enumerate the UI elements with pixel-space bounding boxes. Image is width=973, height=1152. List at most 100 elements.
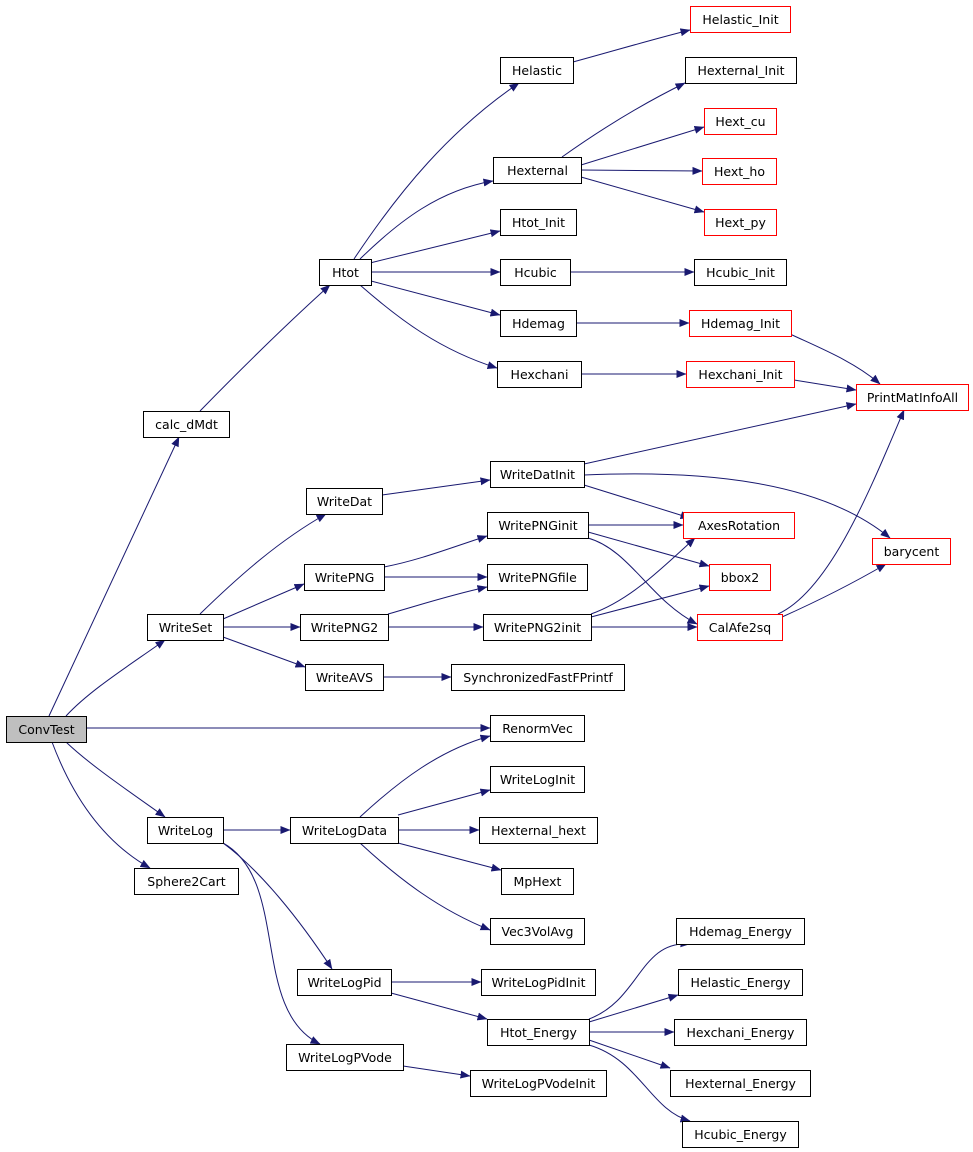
node-label: MpHext (514, 874, 562, 889)
node-layer: ConvTest calc_dMdtWriteSetWriteLogSphere2… (6, 6, 969, 1148)
node-hexchani-energy[interactable]: Hexchani_Energy (674, 1019, 807, 1046)
node-label: Hcubic (514, 265, 557, 280)
node-writepngfile[interactable]: WritePNGfile (487, 564, 588, 591)
node-writeavs[interactable]: WriteAVS (305, 664, 384, 691)
node-label: Helastic_Energy (691, 975, 792, 990)
edge-writelog-to-writelogpvode (222, 842, 321, 1045)
node-hcubic-energy[interactable]: Hcubic_Energy (682, 1121, 799, 1148)
node-vec3volavg[interactable]: Vec3VolAvg (490, 918, 585, 945)
node-writepng2[interactable]: WritePNG2 (300, 614, 389, 641)
node-hdemag[interactable]: Hdemag (500, 310, 577, 337)
node-box (306, 488, 383, 515)
edge-calc-dmdt-to-htot (199, 284, 331, 412)
node-hext-cu[interactable]: Hext_cu (704, 108, 777, 135)
edge-layer (48, 28, 905, 1123)
node-writelog[interactable]: WriteLog (147, 817, 224, 844)
node-label: barycent (884, 544, 940, 559)
node-hcubic-init[interactable]: Hcubic_Init (694, 259, 787, 286)
node-hcubic[interactable]: Hcubic (500, 259, 571, 286)
node-box (872, 538, 951, 565)
node-calc-dmdt[interactable]: calc_dMdt (143, 411, 230, 438)
node-label: WritePNG2init (494, 620, 581, 635)
node-printmatinfoall[interactable]: PrintMatInfoAll (856, 384, 969, 411)
node-box (704, 108, 777, 135)
edge-convtest-to-writeset (65, 639, 166, 717)
node-hext-py[interactable]: Hext_py (704, 209, 777, 236)
edge-writepng2-to-writepngfile (387, 585, 488, 615)
node-box (305, 664, 384, 691)
node-label: CalAfe2sq (709, 620, 771, 635)
node-hdemag-energy[interactable]: Hdemag_Energy (676, 918, 805, 945)
node-hexternal[interactable]: Hexternal (493, 157, 582, 184)
node-mphext[interactable]: MpHext (501, 868, 574, 895)
node-box (674, 1019, 807, 1046)
node-bbox2[interactable]: bbox2 (709, 564, 771, 591)
node-box (286, 1044, 404, 1071)
node-writedatinit[interactable]: WriteDatInit (490, 461, 585, 488)
node-helastic-energy[interactable]: Helastic_Energy (678, 969, 803, 996)
node-htot[interactable]: Htot (319, 259, 372, 286)
node-box (490, 715, 585, 742)
node-htot-energy[interactable]: Htot_Energy (487, 1019, 590, 1046)
node-label: WriteAVS (316, 670, 373, 685)
node-writeloginit[interactable]: WriteLogInit (490, 766, 585, 793)
node-writelogpvode[interactable]: WriteLogPVode (286, 1044, 404, 1071)
node-hdemag-init[interactable]: Hdemag_Init (689, 310, 792, 337)
node-hexchani-init[interactable]: Hexchani_Init (686, 361, 795, 388)
node-label: Hexternal (507, 163, 568, 178)
node-label: WriteSet (159, 620, 213, 635)
node-box (497, 361, 582, 388)
node-label: Hexchani (511, 367, 569, 382)
node-label: Hext_py (715, 215, 766, 230)
node-htot-init[interactable]: Htot_Init (500, 209, 577, 236)
node-label: Htot_Init (512, 215, 565, 230)
node-writelogpid[interactable]: WriteLogPid (297, 969, 392, 996)
node-writelogpidinit[interactable]: WriteLogPidInit (481, 969, 596, 996)
node-label: Hext_cu (715, 114, 765, 129)
node-box (487, 512, 589, 539)
node-writepng[interactable]: WritePNG (304, 564, 385, 591)
node-writeset[interactable]: WriteSet (147, 614, 224, 641)
edge-hexternal-to-hexternal-init (561, 82, 686, 158)
edge-writelogdata-to-vec3volavg (359, 842, 491, 931)
node-writedat[interactable]: WriteDat (306, 488, 383, 515)
node-writepnginit[interactable]: WritePNGinit (487, 512, 589, 539)
edge-hdemag-init-to-printmatinfoall (789, 333, 881, 385)
node-box (686, 361, 795, 388)
edge-writelogdata-to-mphext (397, 842, 502, 872)
node-barycent[interactable]: barycent (872, 538, 951, 565)
node-hexternal-energy[interactable]: Hexternal_Energy (670, 1070, 811, 1097)
node-hexternal-init[interactable]: Hexternal_Init (685, 57, 797, 84)
edge-writepng-to-writepnginit (383, 535, 488, 568)
node-calafe2sq[interactable]: CalAfe2sq (697, 614, 783, 641)
node-hext-ho[interactable]: Hext_ho (702, 158, 777, 185)
edge-writeset-to-writepng (222, 583, 305, 620)
node-helastic[interactable]: Helastic (500, 57, 574, 84)
edge-writelogpvode-to-writelogpvodeinit (402, 1065, 471, 1079)
edge-convtest-to-calc-dmdt (48, 436, 180, 717)
node-writelogpvodeinit[interactable]: WriteLogPVodeInit (470, 1070, 607, 1097)
edge-calafe2sq-to-barycent (781, 563, 887, 618)
node-writelogdata[interactable]: WriteLogData (290, 817, 399, 844)
node-hexternal-hext[interactable]: Hexternal_hext (479, 817, 598, 844)
node-writepng2init[interactable]: WritePNG2init (483, 614, 592, 641)
node-box (500, 209, 577, 236)
node-helastic-init[interactable]: Helastic_Init (690, 6, 791, 33)
node-axesrotation[interactable]: AxesRotation (683, 512, 795, 539)
node-convtest[interactable]: ConvTest (6, 716, 87, 743)
node-renormvec[interactable]: RenormVec (490, 715, 585, 742)
edge-helastic-to-helastic-init (572, 28, 691, 63)
node-label: WritePNGfile (498, 570, 577, 585)
node-box (297, 969, 392, 996)
node-hexchani[interactable]: Hexchani (497, 361, 582, 388)
node-box (479, 817, 598, 844)
node-synchronizedfastfprintf[interactable]: SynchronizedFastFPrintf (451, 664, 625, 691)
edge-convtest-to-writelog (65, 741, 166, 818)
node-label: Hdemag (512, 316, 565, 331)
node-label: WriteLogPidInit (492, 975, 586, 990)
edge-writeset-to-writeavs (222, 636, 306, 668)
node-box (487, 1019, 590, 1046)
node-sphere2cart[interactable]: Sphere2Cart (134, 868, 239, 895)
edge-hexternal-to-hext-cu (580, 125, 705, 166)
